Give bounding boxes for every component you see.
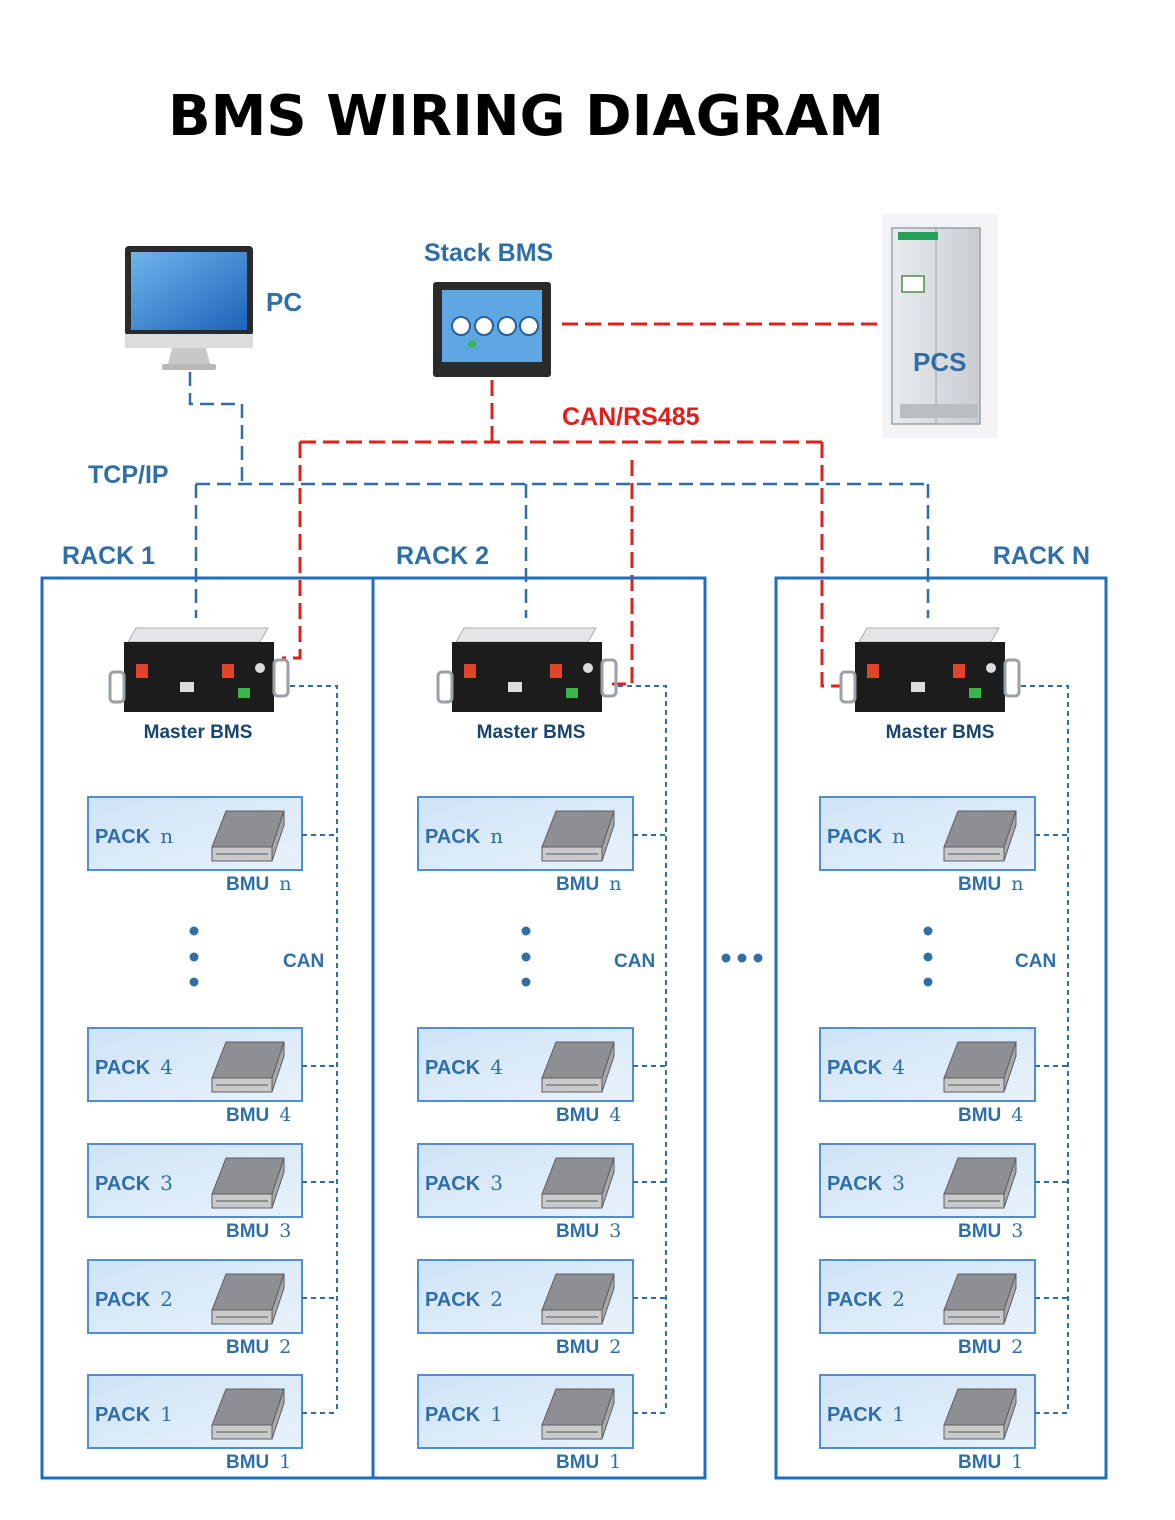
bmu-module-icon [211,1388,285,1440]
rack-name: RACK 2 [396,542,489,570]
pcs-label: PCS [913,347,966,377]
master-bms-icon [839,627,1021,712]
bmu-module-icon [943,1388,1017,1440]
master-bms-label: Master BMS [886,722,995,743]
can-label: CAN [614,951,655,972]
pc-monitor-icon [125,246,253,370]
pc-label: PC [266,287,302,317]
more-racks-ellipsis-icon [721,953,763,963]
can-label: CAN [1015,951,1056,972]
bmu-module-icon [211,1157,285,1209]
can-rs485-label: CAN/RS485 [562,403,700,431]
can-label: CAN [283,951,324,972]
rack-border [774,576,1108,1480]
bmu-module-icon [541,810,615,862]
pcs-cabinet-icon [882,214,998,438]
master-bms-label: Master BMS [144,722,253,743]
rack-can-bus [1021,685,1069,1412]
bmu-module-icon [943,810,1017,862]
bmu-module-icon [211,1041,285,1093]
diagram-title: BMS WIRING DIAGRAM [168,84,884,149]
more-packs-ellipsis-icon [189,926,199,987]
can-rs485-wiring [282,322,884,688]
master-bms-label: Master BMS [477,722,586,743]
more-packs-ellipsis-icon [923,926,933,987]
rack-name: RACK N [993,542,1090,570]
rack-border [371,576,707,1480]
bmu-module-icon [943,1273,1017,1325]
bmu-module-icon [943,1157,1017,1209]
more-packs-ellipsis-icon [521,926,531,987]
master-bms-icon [436,627,618,712]
stack-bms-label: Stack BMS [424,239,553,267]
stack-bms-panel-icon [433,282,551,377]
tcp-ip-wiring [188,372,930,618]
tcp-ip-label: TCP/IP [88,461,169,489]
rack-can-bus [290,685,338,1412]
rack-can-bus [618,685,667,1412]
bmu-module-icon [943,1041,1017,1093]
bmu-module-icon [541,1388,615,1440]
rack-name: RACK 1 [62,542,155,570]
bmu-module-icon [541,1157,615,1209]
bmu-module-icon [211,810,285,862]
bmu-module-icon [541,1041,615,1093]
bmu-module-icon [211,1273,285,1325]
master-bms-icon [108,627,290,712]
bmu-module-icon [541,1273,615,1325]
